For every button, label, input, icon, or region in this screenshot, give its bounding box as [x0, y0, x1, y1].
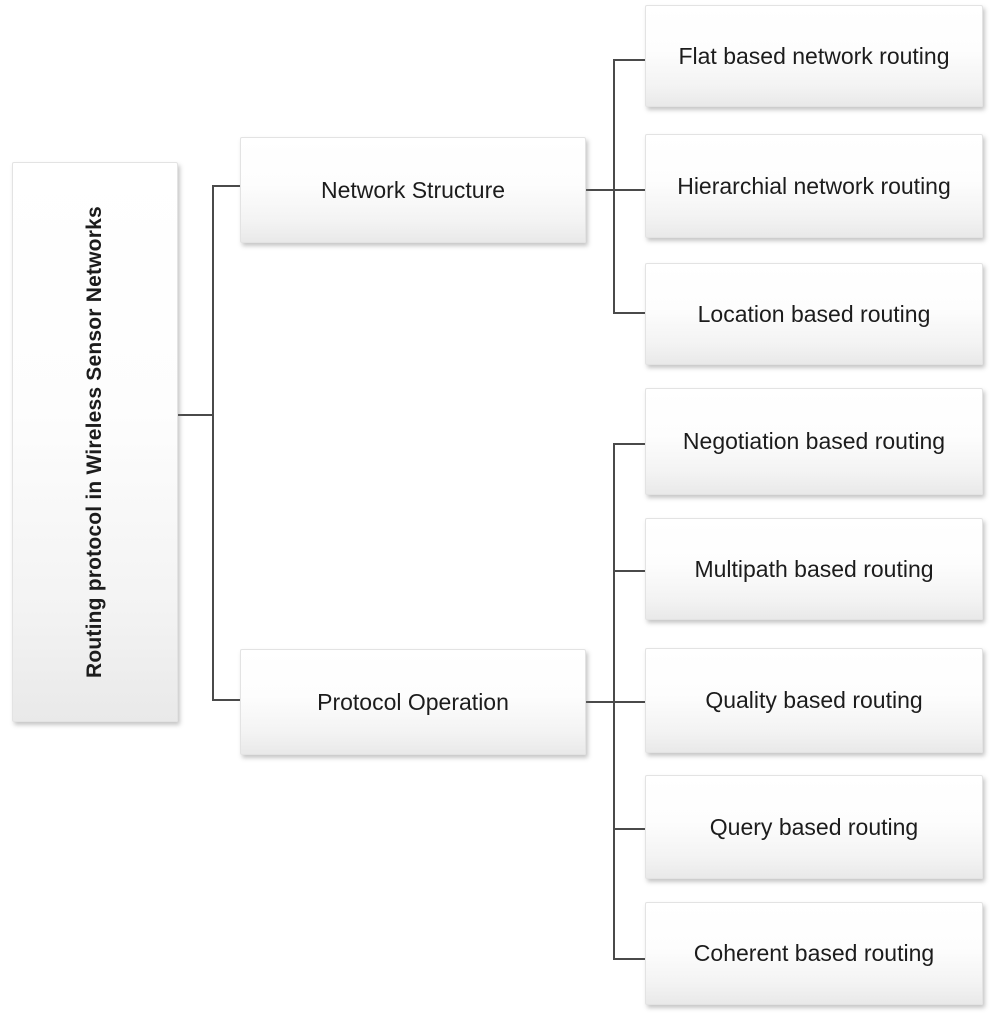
connector-trunk-to-leaf-0: [613, 59, 647, 61]
leaf-node-label: Flat based network routing: [678, 42, 950, 69]
connector-trunk-to-category-0: [212, 185, 242, 187]
connector-category-0-stub: [586, 189, 616, 191]
connector-trunk-to-leaf-7: [613, 958, 647, 960]
leaf-node-label: Multipath based routing: [694, 555, 934, 582]
leaf-node-quality-based-routing: Quality based routing: [645, 648, 983, 753]
connector-trunk-to-leaf-4: [613, 570, 647, 572]
connector-trunk-to-category-1: [212, 699, 242, 701]
category-node-label: Protocol Operation: [317, 688, 509, 715]
category-node-protocol-operation: Protocol Operation: [240, 649, 586, 755]
leaf-node-hierarchial-network-routing: Hierarchial network routing: [645, 134, 983, 238]
leaf-node-multipath-based-routing: Multipath based routing: [645, 518, 983, 620]
leaf-node-label: Hierarchial network routing: [677, 172, 951, 199]
leaf-node-query-based-routing: Query based routing: [645, 775, 983, 879]
leaf-node-flat-based-network-routing: Flat based network routing: [645, 5, 983, 107]
leaf-node-negotiation-based-routing: Negotiation based routing: [645, 388, 983, 495]
connector-trunk-to-leaf-1: [613, 189, 647, 191]
connector-trunk-to-leaf-6: [613, 828, 647, 830]
category-node-label: Network Structure: [320, 176, 506, 203]
leaf-node-label: Query based routing: [709, 813, 919, 840]
connector-leaf-trunk-0: [613, 59, 615, 314]
leaf-node-location-based-routing: Location based routing: [645, 263, 983, 365]
root-node: Routing protocol in Wireless Sensor Netw…: [12, 162, 178, 722]
leaf-node-label: Quality based routing: [705, 687, 923, 714]
leaf-node-label: Location based routing: [697, 300, 931, 327]
category-node-network-structure: Network Structure: [240, 137, 586, 243]
leaf-node-label: Negotiation based routing: [682, 428, 946, 455]
leaf-node-coherent-based-routing: Coherent based routing: [645, 902, 983, 1005]
connector-trunk-to-leaf-3: [613, 443, 647, 445]
connector-trunk-to-leaf-2: [613, 312, 647, 314]
connector-category-1-stub: [586, 701, 616, 703]
leaf-node-label: Coherent based routing: [693, 940, 935, 967]
root-node-label: Routing protocol in Wireless Sensor Netw…: [83, 206, 107, 678]
connector-root-stub: [178, 414, 214, 416]
connector-trunk-to-leaf-5: [613, 701, 647, 703]
connector-category-trunk: [212, 185, 214, 701]
